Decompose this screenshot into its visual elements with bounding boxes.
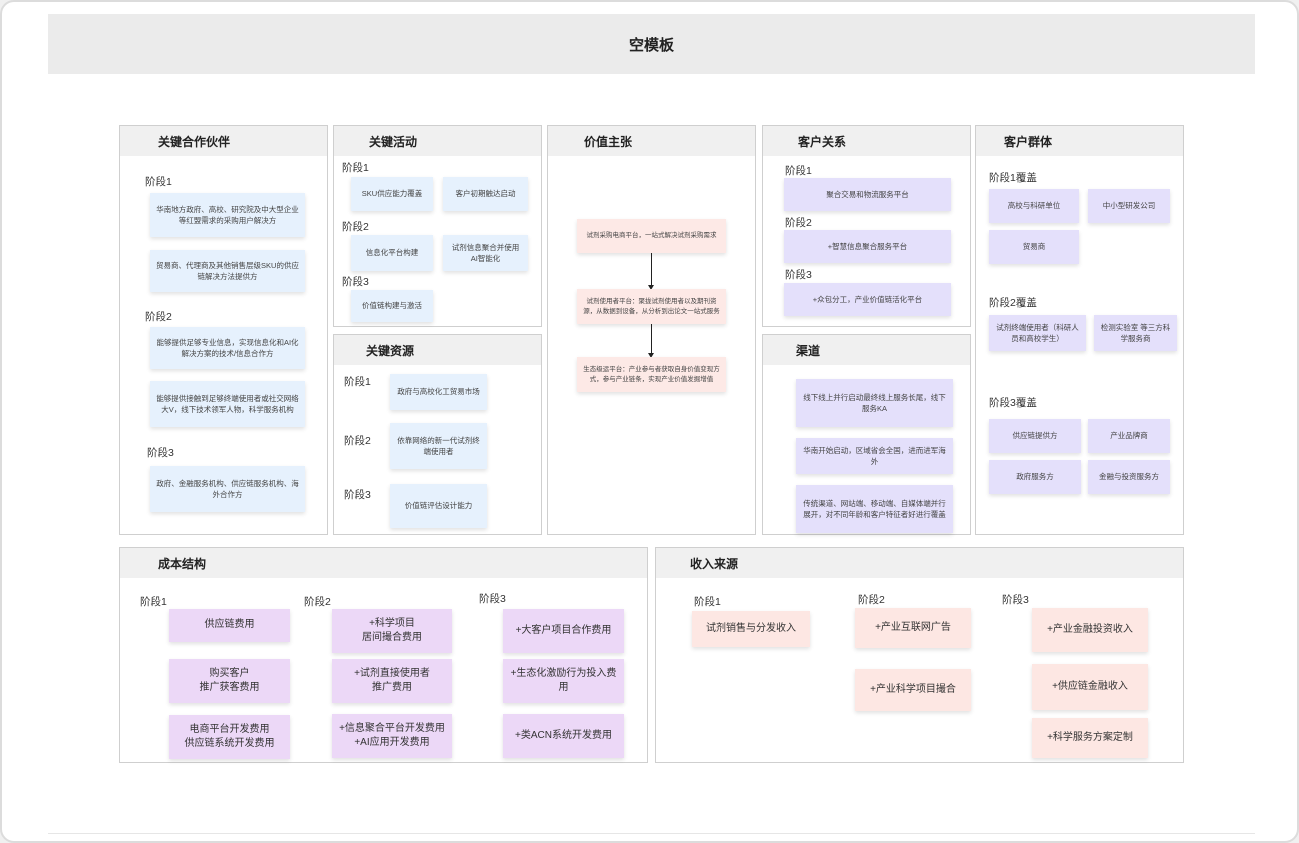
panel-key-partners[interactable]: 关键合作伙伴 阶段1 华南地方政府、高校、研究院及中大型企业等红盟需求的采购用户… — [119, 125, 328, 535]
sticky-note[interactable]: 高校与科研单位 — [989, 189, 1079, 223]
sticky-note[interactable]: 贸易商 — [989, 230, 1079, 264]
stage-label: 阶段1 — [344, 376, 371, 388]
stage-label: 阶段1 — [342, 162, 369, 174]
sticky-note[interactable]: 试剂使用者平台：聚拢试剂使用者以及期刊资源，从数据到设备，从分析到出论文一站式服… — [577, 289, 726, 324]
stage-label: 阶段2 — [304, 596, 331, 608]
panel-header: 关键资源 — [334, 335, 541, 365]
sticky-note[interactable]: 客户初期触达启动 — [443, 177, 528, 211]
stage-label: 阶段2 — [342, 221, 369, 233]
sticky-note[interactable]: 试剂采购电商平台，一站式解决试剂采购需求 — [577, 219, 726, 253]
stage-label: 阶段1 — [145, 176, 172, 188]
stage-label: 阶段3 — [785, 269, 812, 281]
flow-arrow-head — [648, 285, 654, 290]
sticky-note[interactable]: +产业金融投资收入 — [1032, 608, 1148, 652]
stage-label: 阶段2覆盖 — [989, 297, 1037, 309]
stage-label: 阶段1覆盖 — [989, 172, 1037, 184]
panel-header: 客户关系 — [763, 126, 970, 156]
stage-label: 阶段1 — [785, 165, 812, 177]
panel-header: 关键活动 — [334, 126, 541, 156]
panel-header: 收入来源 — [656, 548, 1183, 578]
stage-label: 阶段3 — [344, 489, 371, 501]
sticky-note[interactable]: 能够提供接触到足够终端使用者或社交网络大V，线下技术领军人物，科学服务机构 — [150, 381, 305, 427]
panel-revenue-streams[interactable]: 收入来源 阶段1 试剂销售与分发收入 阶段2 +产业互联网广告 +产业科学项目撮… — [655, 547, 1184, 763]
stage-label: 阶段3 — [342, 276, 369, 288]
sticky-note[interactable]: +科学项目 居间撮合费用 — [332, 609, 452, 653]
sticky-note[interactable]: 试剂信息聚合并使用AI智能化 — [443, 235, 528, 271]
sticky-note[interactable]: 传统渠道、网站端、移动端、自媒体端并行展开，对不同年龄和客户特征者好进行覆盖 — [796, 485, 953, 533]
panel-value-propositions[interactable]: 价值主张 试剂采购电商平台，一站式解决试剂采购需求 试剂使用者平台：聚拢试剂使用… — [547, 125, 756, 535]
stage-label: 阶段2 — [145, 311, 172, 323]
panel-header: 价值主张 — [548, 126, 755, 156]
flow-arrow-line — [651, 324, 652, 356]
sticky-note[interactable]: SKU供应能力覆盖 — [351, 177, 433, 211]
stage-label: 阶段2 — [344, 435, 371, 447]
sticky-note[interactable]: 华南地方政府、高校、研究院及中大型企业等红盟需求的采购用户解决方 — [150, 193, 305, 237]
sticky-note[interactable]: +智慧信息聚合服务平台 — [784, 230, 951, 263]
canvas-board: 空模板 关键合作伙伴 阶段1 华南地方政府、高校、研究院及中大型企业等红盟需求的… — [48, 14, 1255, 834]
sticky-note[interactable]: 产业品牌商 — [1088, 419, 1170, 453]
sticky-note[interactable]: 电商平台开发费用 供应链系统开发费用 — [169, 715, 290, 759]
sticky-note[interactable]: +信息聚合平台开发费用 +AI应用开发费用 — [332, 714, 452, 758]
sticky-note[interactable]: 金融与投资服务方 — [1088, 460, 1170, 494]
stage-label: 阶段3 — [479, 593, 506, 605]
panel-header: 关键合作伙伴 — [120, 126, 327, 156]
stage-label: 阶段2 — [785, 217, 812, 229]
sticky-note[interactable]: +科学服务方案定制 — [1032, 718, 1148, 758]
stage-label: 阶段3覆盖 — [989, 397, 1037, 409]
stage-label: 阶段3 — [1002, 594, 1029, 606]
sticky-note[interactable]: 生态级运平台：产业参与者获取自身价值变现方式，参与产业链条，实现产业价值发掘增值 — [577, 357, 726, 392]
page-title: 空模板 — [48, 14, 1255, 74]
stage-label: 阶段1 — [694, 596, 721, 608]
panel-header: 渠道 — [763, 335, 970, 365]
stage-label: 阶段2 — [858, 594, 885, 606]
sticky-note[interactable]: 贸易商、代理商及其他销售层级SKU的供应链解决方法提供方 — [150, 250, 305, 292]
sticky-note[interactable]: 聚合交易和物流服务平台 — [784, 178, 951, 211]
panel-cost-structure[interactable]: 成本结构 阶段1 供应链费用 购买客户 推广获客费用 电商平台开发费用 供应链系… — [119, 547, 648, 763]
sticky-note[interactable]: 线下线上并行启动最终线上服务长尾，线下服务KA — [796, 379, 953, 427]
sticky-note[interactable]: 华南开始启动，区域省会全国，进而进军海外 — [796, 438, 953, 474]
sticky-note[interactable]: 价值链构建与激活 — [351, 290, 433, 322]
flow-arrow-line — [651, 253, 652, 288]
sticky-note[interactable]: 试剂终端使用者（科研人员和高校学生） — [989, 315, 1086, 351]
panel-header: 成本结构 — [120, 548, 647, 578]
sticky-note[interactable]: 供应链费用 — [169, 609, 290, 642]
panel-key-resources[interactable]: 关键资源 阶段1 政府与高校化工贸易市场 阶段2 依靠网络的新一代试剂终端使用者… — [333, 334, 542, 535]
stage-label: 阶段3 — [147, 447, 174, 459]
sticky-note[interactable]: +生态化激励行为投入费用 — [503, 659, 624, 703]
panel-header: 客户群体 — [976, 126, 1183, 156]
sticky-note[interactable]: +众包分工，产业价值链活化平台 — [784, 283, 951, 316]
sticky-note[interactable]: 购买客户 推广获客费用 — [169, 659, 290, 703]
sticky-note[interactable]: +试剂直接使用者 推广费用 — [332, 659, 452, 703]
panel-key-activities[interactable]: 关键活动 阶段1 SKU供应能力覆盖 客户初期触达启动 阶段2 信息化平台构建 … — [333, 125, 542, 327]
sticky-note[interactable]: 供应链提供方 — [989, 419, 1081, 453]
panel-channels[interactable]: 渠道 线下线上并行启动最终线上服务长尾，线下服务KA 华南开始启动，区域省会全国… — [762, 334, 971, 535]
sticky-note[interactable]: +产业互联网广告 — [855, 608, 971, 648]
panel-customer-segments[interactable]: 客户群体 阶段1覆盖 高校与科研单位 中小型研发公司 贸易商 阶段2覆盖 试剂终… — [975, 125, 1184, 535]
sticky-note[interactable]: +产业科学项目撮合 — [855, 669, 971, 711]
sticky-note[interactable]: +类ACN系统开发费用 — [503, 714, 624, 758]
stage-label: 阶段1 — [140, 596, 167, 608]
sticky-note[interactable]: 政府、金融服务机构、供应链服务机构、海外合作方 — [150, 466, 305, 512]
sticky-note[interactable]: 价值链评估设计能力 — [390, 484, 487, 528]
sticky-note[interactable]: 检测实验室 等三方科学服务商 — [1094, 315, 1177, 351]
flow-arrow-head — [648, 353, 654, 358]
sticky-note[interactable]: +供应链金融收入 — [1032, 664, 1148, 710]
sticky-note[interactable]: 政府服务方 — [989, 460, 1081, 494]
sticky-note[interactable]: 能够提供足够专业信息，实现信息化和AI化解决方案的技术/信息合作方 — [150, 327, 305, 369]
sticky-note[interactable]: 试剂销售与分发收入 — [692, 611, 810, 647]
sticky-note[interactable]: 政府与高校化工贸易市场 — [390, 374, 487, 410]
sticky-note[interactable]: 依靠网络的新一代试剂终端使用者 — [390, 423, 487, 469]
sticky-note[interactable]: +大客户项目合作费用 — [503, 609, 624, 653]
sticky-note[interactable]: 信息化平台构建 — [351, 235, 433, 271]
sticky-note[interactable]: 中小型研发公司 — [1088, 189, 1170, 223]
panel-customer-relationships[interactable]: 客户关系 阶段1 聚合交易和物流服务平台 阶段2 +智慧信息聚合服务平台 阶段3… — [762, 125, 971, 327]
